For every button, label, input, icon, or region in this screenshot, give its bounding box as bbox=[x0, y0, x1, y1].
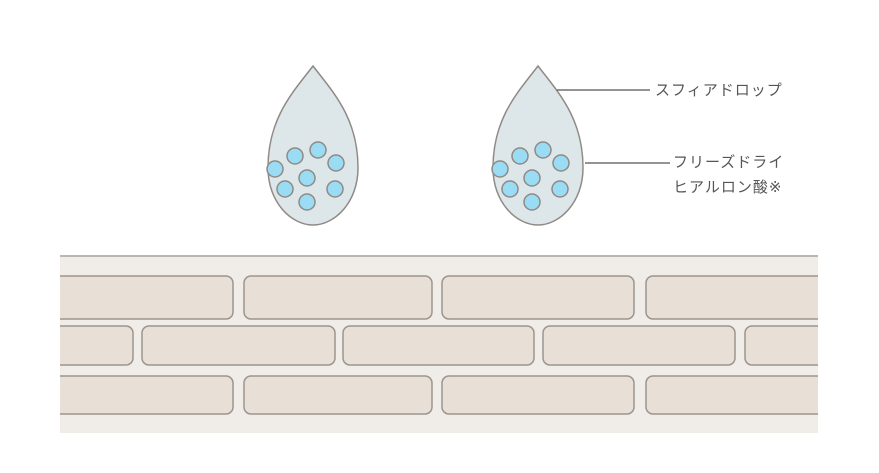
hyaluronic-particle bbox=[523, 169, 541, 187]
skin-cell-brick bbox=[645, 375, 818, 415]
drop-2 bbox=[491, 64, 584, 226]
hyaluronic-particle bbox=[276, 180, 294, 198]
hyaluronic-particle bbox=[327, 154, 345, 172]
hyaluronic-particle bbox=[266, 160, 284, 178]
skin-cell-brick bbox=[342, 325, 535, 366]
skin-cell-brick bbox=[441, 375, 635, 415]
skin-cell-brick bbox=[60, 275, 234, 320]
hyaluronic-particle bbox=[298, 193, 316, 211]
skin-cell-brick bbox=[645, 275, 818, 320]
skin-cell-brick bbox=[141, 325, 336, 366]
drop-1 bbox=[266, 64, 359, 226]
hyaluronic-particle bbox=[286, 147, 304, 165]
label-hyaluronic-line2: ヒアルロン酸※ bbox=[673, 178, 783, 196]
label-hyaluronic-line1: フリーズドライ bbox=[673, 153, 785, 171]
skin-layer bbox=[60, 255, 818, 433]
hyaluronic-particle bbox=[326, 180, 344, 198]
hyaluronic-particle bbox=[552, 154, 570, 172]
label-sphere-drop: スフィアドロップ bbox=[655, 81, 783, 99]
hyaluronic-particle bbox=[534, 141, 552, 159]
skin-cell-brick bbox=[60, 375, 234, 415]
skin-cell-brick bbox=[243, 375, 433, 415]
hyaluronic-particle bbox=[501, 180, 519, 198]
hyaluronic-particle bbox=[491, 160, 509, 178]
skin-cell-brick bbox=[744, 325, 818, 366]
skin-cell-brick bbox=[441, 275, 635, 320]
skin-cell-brick bbox=[542, 325, 736, 366]
hyaluronic-particle bbox=[309, 141, 327, 159]
hyaluronic-particle bbox=[511, 147, 529, 165]
hyaluronic-particle bbox=[523, 193, 541, 211]
skin-cell-brick bbox=[60, 325, 134, 366]
hyaluronic-particle bbox=[298, 169, 316, 187]
hyaluronic-particle bbox=[551, 180, 569, 198]
skin-cell-brick bbox=[243, 275, 433, 320]
